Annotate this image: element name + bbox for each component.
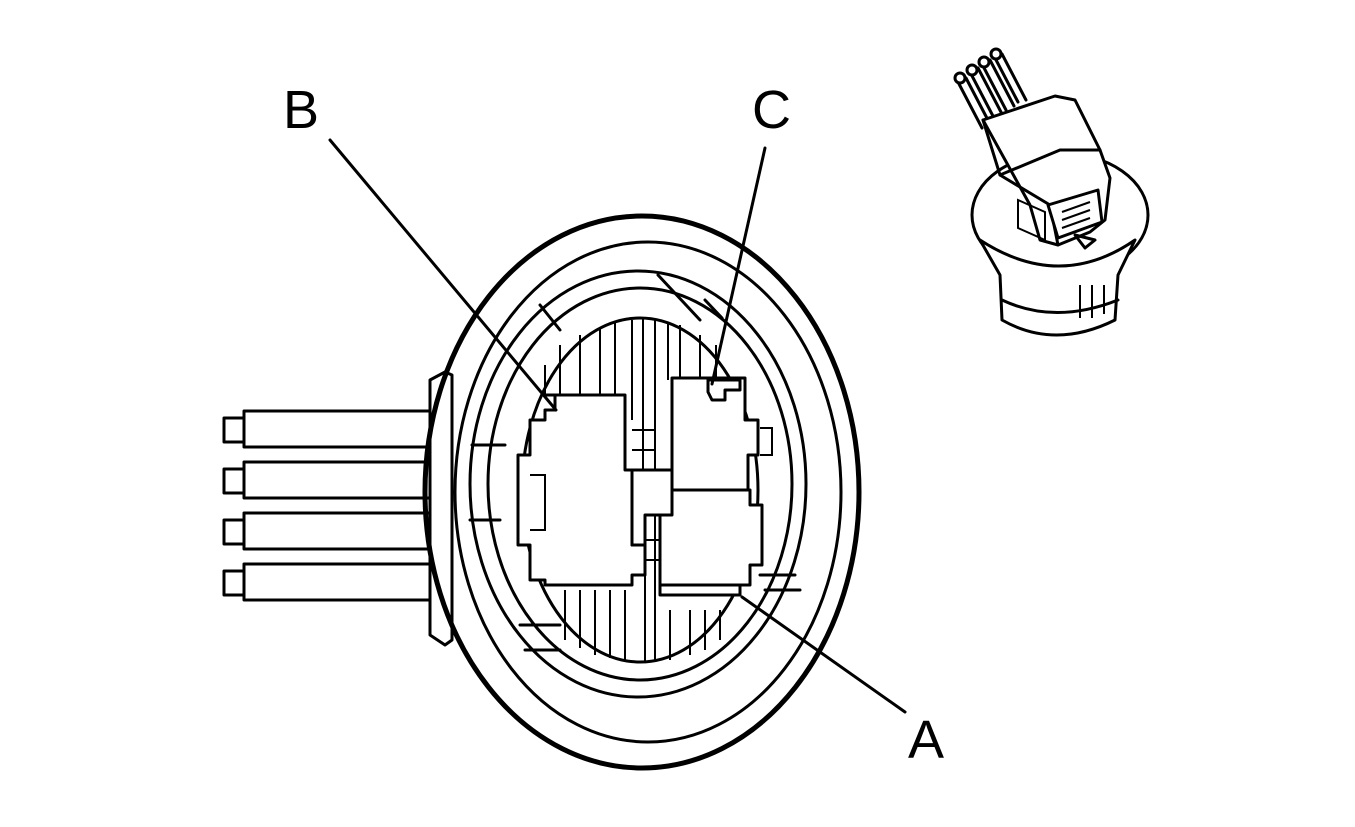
wire-2 bbox=[222, 460, 446, 500]
leader-line-c bbox=[710, 146, 767, 386]
perspective-wires bbox=[953, 47, 1028, 130]
connector-housing bbox=[422, 213, 862, 771]
callout-label-c: C bbox=[752, 80, 791, 140]
cavity-a bbox=[658, 488, 764, 597]
cavity-b bbox=[516, 393, 647, 587]
callout-label-b: B bbox=[283, 80, 319, 140]
wire-1 bbox=[222, 409, 446, 449]
wire-bundle bbox=[222, 409, 446, 602]
leader-line-b bbox=[328, 138, 558, 412]
center-divider bbox=[630, 468, 674, 547]
connector-perspective-view bbox=[953, 47, 1150, 337]
leader-line-a bbox=[740, 595, 907, 714]
callout-label-a: A bbox=[908, 710, 944, 770]
leader-lines bbox=[328, 138, 907, 714]
wire-3 bbox=[222, 511, 446, 551]
wire-4 bbox=[222, 562, 446, 602]
